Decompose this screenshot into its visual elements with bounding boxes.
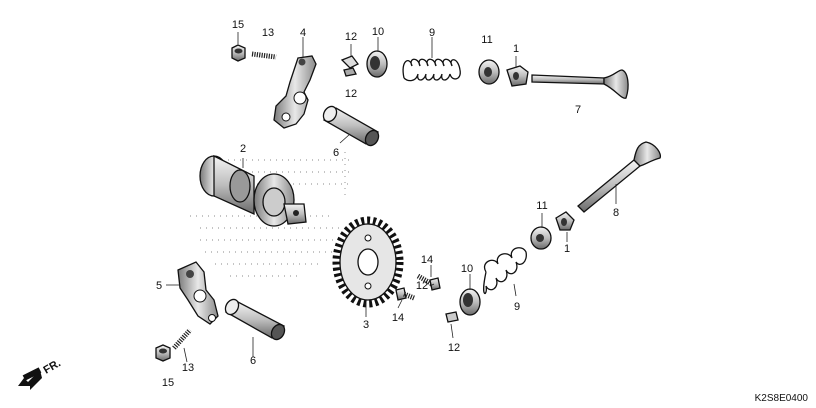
callout-2: 2 bbox=[240, 143, 246, 155]
callout-4: 4 bbox=[300, 27, 306, 39]
part-12-cotter-upper bbox=[340, 55, 359, 77]
part-4-rocker-arm-upper bbox=[273, 55, 317, 129]
callout-11: 11 bbox=[536, 200, 547, 212]
callout-15: 15 bbox=[162, 377, 174, 389]
callout-12: 12 bbox=[345, 88, 357, 100]
part-2-camshaft bbox=[199, 154, 307, 227]
part-9-valve-spring-lower bbox=[483, 247, 527, 294]
drawing-code: K2S8E0400 bbox=[755, 393, 809, 404]
callout-6: 6 bbox=[333, 147, 339, 159]
part-6-rocker-shaft-lower bbox=[224, 298, 286, 341]
part-11-washer-lower bbox=[530, 226, 552, 250]
part-10-spring-seat-lower bbox=[459, 288, 481, 316]
callout-9: 9 bbox=[429, 27, 435, 39]
part-13-screw-lower bbox=[172, 328, 192, 350]
callout-7: 7 bbox=[575, 104, 581, 116]
part-15-nut-lower bbox=[155, 344, 171, 362]
part-10-spring-seat-upper bbox=[366, 50, 388, 78]
callout-15: 15 bbox=[232, 19, 244, 31]
callout-5: 5 bbox=[156, 280, 162, 292]
assembly-guide-lines bbox=[190, 152, 350, 277]
callout-13: 13 bbox=[182, 362, 194, 374]
callout-10: 10 bbox=[372, 26, 384, 38]
callout-12: 12 bbox=[345, 31, 357, 43]
part-13-screw-upper bbox=[251, 51, 277, 60]
part-14-bolt-upper bbox=[416, 273, 441, 291]
callout-1: 1 bbox=[564, 243, 570, 255]
part-12-cotter-lower bbox=[445, 311, 459, 323]
callout-14: 14 bbox=[421, 254, 433, 266]
callout-labels: 15 13 4 12 10 9 11 1 12 7 2 6 8 11 1 5 1… bbox=[156, 19, 619, 389]
callout-1: 1 bbox=[513, 43, 519, 55]
callout-12: 12 bbox=[416, 280, 428, 292]
part-7-valve-upper bbox=[531, 69, 629, 99]
part-11-washer-upper bbox=[478, 59, 500, 85]
callout-10: 10 bbox=[461, 263, 473, 275]
part-6-rocker-shaft-upper bbox=[322, 105, 380, 147]
callout-9: 9 bbox=[514, 301, 520, 313]
callout-3: 3 bbox=[363, 319, 369, 331]
front-direction-label: FR. bbox=[42, 357, 63, 376]
part-5-rocker-arm-lower bbox=[177, 261, 219, 325]
front-direction-indicator: FR. bbox=[18, 357, 63, 390]
front-direction-arrow-icon bbox=[18, 367, 42, 390]
callout-8: 8 bbox=[613, 207, 619, 219]
part-15-nut-upper bbox=[231, 44, 246, 62]
part-3-cam-sprocket bbox=[332, 216, 404, 308]
callout-12: 12 bbox=[448, 342, 460, 354]
part-9-valve-spring-upper bbox=[402, 58, 461, 82]
callout-14: 14 bbox=[392, 312, 404, 324]
callout-13: 13 bbox=[262, 27, 274, 39]
part-1-stem-seal-lower bbox=[555, 211, 575, 231]
callout-11: 11 bbox=[481, 34, 492, 46]
part-8-valve-lower bbox=[577, 141, 662, 213]
leader-lines bbox=[166, 32, 617, 363]
callout-6: 6 bbox=[250, 355, 256, 367]
part-1-stem-seal-upper bbox=[506, 65, 529, 87]
part-14-bolt-lower bbox=[395, 287, 415, 301]
